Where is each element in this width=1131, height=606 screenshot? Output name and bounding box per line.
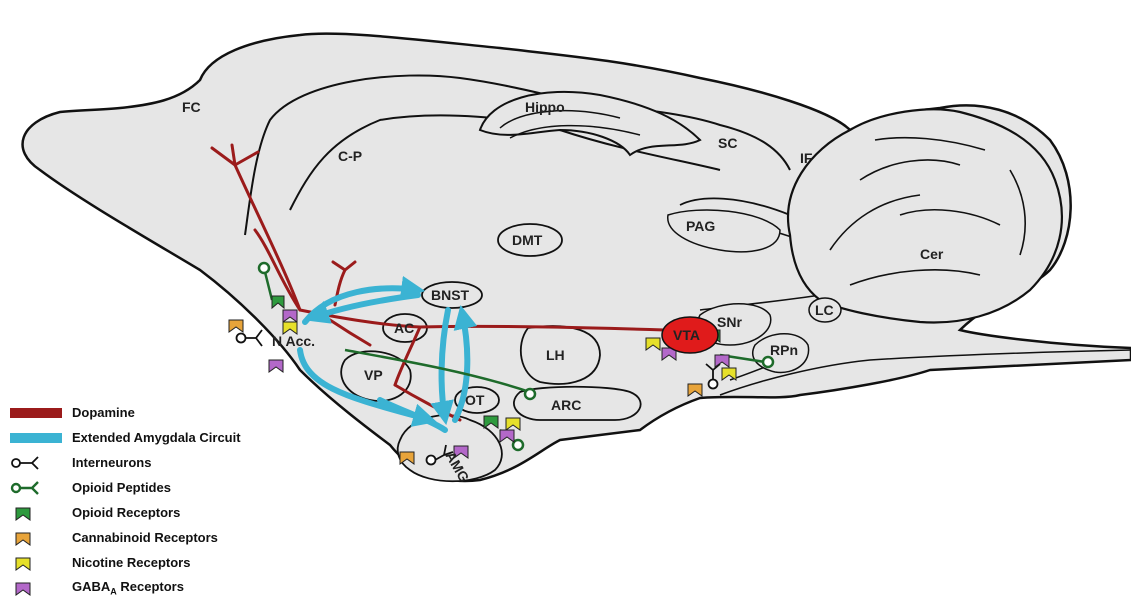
label-if: IF — [800, 150, 813, 166]
legend-label-nicotine-receptors: Nicotine Receptors — [72, 555, 190, 570]
legend-label-cannabinoid-receptors: Cannabinoid Receptors — [72, 530, 218, 545]
label-bnst: BNST — [431, 287, 470, 303]
label-snr: SNr — [717, 314, 742, 330]
label-rpn: RPn — [770, 342, 798, 358]
legend-label-gaba-receptors: GABAA Receptors — [72, 579, 184, 597]
dopamine-swatch — [10, 403, 66, 423]
label-fc: FC — [182, 99, 201, 115]
label-sc: SC — [718, 135, 737, 151]
gaba-receptor-marker — [269, 360, 283, 372]
extended-amygdala-swatch — [10, 428, 66, 448]
legend-label-extended-amygdala: Extended Amygdala Circuit — [72, 430, 241, 445]
label-vp: VP — [364, 367, 383, 383]
gaba-receptor-icon — [10, 578, 66, 598]
label-hippo: Hippo — [525, 99, 565, 115]
legend-item-extended-amygdala: Extended Amygdala Circuit — [10, 425, 340, 450]
label-arc: ARC — [551, 397, 581, 413]
label-nacc: N Acc. — [272, 333, 315, 349]
legend-item-nicotine-receptors: Nicotine Receptors — [10, 550, 340, 575]
legend-label-opioid-receptors: Opioid Receptors — [72, 505, 180, 520]
cannabinoid-receptor-marker — [229, 320, 243, 332]
label-lh: LH — [546, 347, 565, 363]
label-cp: C-P — [338, 148, 362, 164]
interneuron-icon — [10, 453, 66, 473]
label-dmt: DMT — [512, 232, 543, 248]
legend-label-interneurons: Interneurons — [72, 455, 151, 470]
legend-item-cannabinoid-receptors: Cannabinoid Receptors — [10, 525, 340, 550]
cannabinoid-receptor-icon — [10, 528, 66, 548]
opioid-receptor-icon — [10, 503, 66, 523]
legend-label-dopamine: Dopamine — [72, 405, 135, 420]
legend-item-opioid-receptors: Opioid Receptors — [10, 500, 340, 525]
legend-item-interneurons: Interneurons — [10, 450, 340, 475]
legend: Dopamine Extended Amygdala Circuit Inter… — [10, 400, 340, 600]
label-pag: PAG — [686, 218, 715, 234]
label-ot: OT — [465, 392, 485, 408]
label-ac: AC — [394, 320, 414, 336]
nicotine-receptor-icon — [10, 553, 66, 573]
legend-item-opioid-peptides: Opioid Peptides — [10, 475, 340, 500]
label-vta: VTA — [673, 327, 700, 343]
legend-item-gaba-receptors: GABAA Receptors — [10, 575, 340, 600]
opioid-peptide-icon — [10, 478, 66, 498]
legend-label-opioid-peptides: Opioid Peptides — [72, 480, 171, 495]
label-cer: Cer — [920, 246, 944, 262]
label-lc: LC — [815, 302, 834, 318]
legend-item-dopamine: Dopamine — [10, 400, 340, 425]
